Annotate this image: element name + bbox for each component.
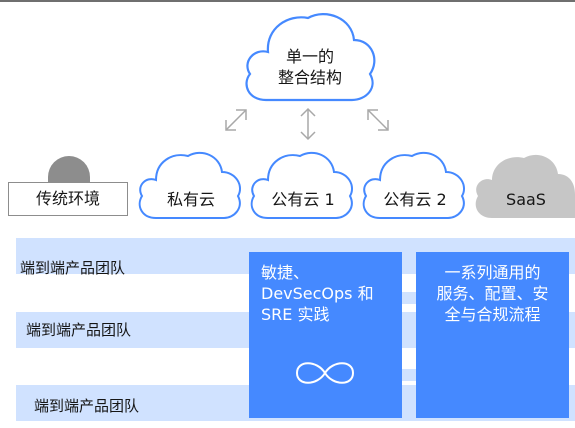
band-connector-1: [402, 292, 416, 304]
services-line-1: 一系列通用的: [444, 263, 541, 282]
practices-line-1: 敏捷、: [261, 263, 310, 282]
services-line-2: 服务、配置、安: [436, 284, 549, 303]
legacy-environment-box: 传统环境: [8, 182, 128, 216]
practices-line-2: DevSecOps 和: [261, 284, 374, 303]
services-panel: 一系列通用的 服务、配置、安 全与合规流程: [416, 252, 569, 418]
public-cloud-2-label: 公有云 2: [383, 190, 447, 209]
team-label-3: 端到端产品团队: [34, 397, 140, 415]
private-cloud: [138, 151, 241, 219]
vertical-arrow: [300, 107, 316, 141]
services-line-3: 全与合规流程: [444, 305, 541, 324]
diagonal-arrow-left: [225, 109, 247, 131]
practices-line-3: SRE 实践: [261, 305, 330, 324]
legacy-dome-icon: [48, 156, 90, 184]
infinity-icon: [295, 362, 355, 384]
saas-cloud: [475, 154, 575, 218]
team-label-1: 端到端产品团队: [20, 259, 126, 277]
saas-cloud-label: SaaS: [506, 190, 546, 209]
top-divider: [0, 0, 575, 2]
public-cloud-1-label: 公有云 1: [271, 190, 335, 209]
integrated-cloud: [245, 13, 376, 102]
team-label-2: 端到端产品团队: [26, 321, 132, 339]
band-connector-2: [402, 369, 416, 381]
integrated-cloud-label-line1: 单一的: [285, 47, 334, 66]
diagonal-arrow-right: [367, 109, 389, 131]
private-cloud-label: 私有云: [166, 190, 215, 209]
public-cloud-1: [250, 151, 353, 219]
practices-panel: 敏捷、 DevSecOps 和 SRE 实践: [249, 252, 402, 418]
integrated-cloud-label-line2: 整合结构: [277, 68, 342, 87]
public-cloud-2: [362, 151, 465, 219]
